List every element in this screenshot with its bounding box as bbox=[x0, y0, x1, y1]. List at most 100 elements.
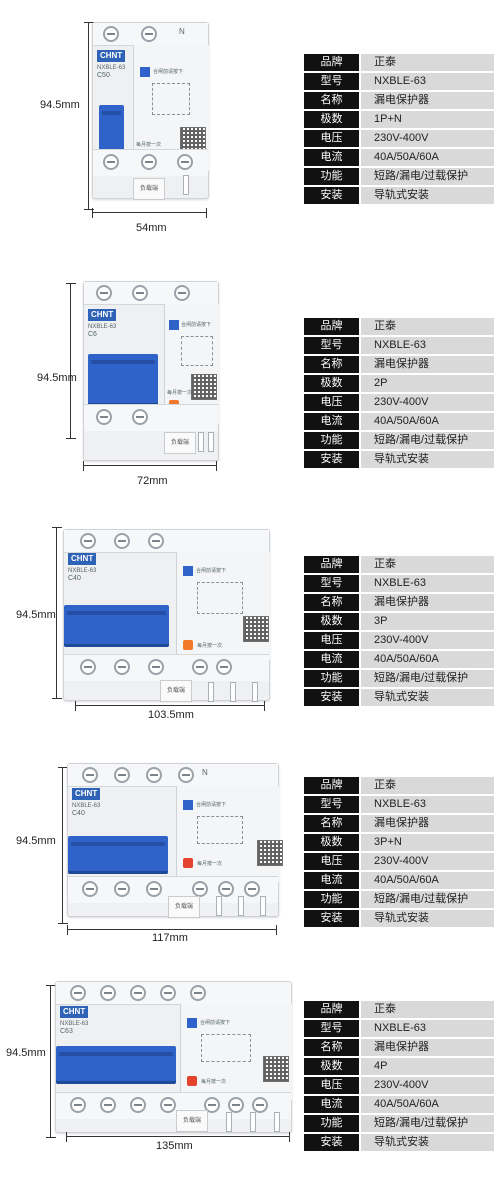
breaker-photo: CHNT NXBLE-63 C63 合闸前请按下 每月按一次 负载端 bbox=[55, 981, 292, 1133]
terminal-strip-bottom bbox=[93, 149, 208, 176]
terminal-leg bbox=[252, 682, 258, 702]
reset-button[interactable] bbox=[183, 566, 193, 576]
terminal-leg bbox=[226, 1112, 232, 1132]
rating-text: C50 bbox=[97, 72, 110, 79]
spec-key: 极数 bbox=[304, 1058, 359, 1075]
spec-value: 40A/50A/60A bbox=[361, 1096, 494, 1113]
spec-key: 型号 bbox=[304, 73, 359, 90]
breaker-photo: CHNT NXBLE-63 C6 合闸前请按下 每月按一次 负载端 bbox=[83, 281, 219, 461]
spec-value: 4P bbox=[361, 1058, 494, 1075]
toggle-handle[interactable] bbox=[64, 605, 169, 647]
spec-key: 型号 bbox=[304, 575, 359, 592]
spec-value: 正泰 bbox=[361, 1001, 494, 1018]
spec-row-brand: 品牌正泰 bbox=[304, 318, 494, 335]
spec-key: 电流 bbox=[304, 413, 359, 430]
height-dimension-line bbox=[58, 767, 73, 924]
reset-button[interactable] bbox=[183, 800, 193, 810]
product-4p: 94.5mm CHNT NXBLE-63 C63 合闸前请按下 每月按一次 bbox=[0, 975, 500, 1175]
terminal-strip-top bbox=[64, 530, 269, 553]
reset-button[interactable] bbox=[140, 67, 150, 77]
spec-value: 正泰 bbox=[361, 777, 494, 794]
spec-row-install: 安装导轨式安装 bbox=[304, 187, 494, 204]
terminal-screw bbox=[100, 1097, 116, 1113]
brand-logo: CHNT bbox=[68, 553, 97, 565]
spec-row-function: 功能短路/漏电/过载保护 bbox=[304, 670, 494, 687]
terminal-screw bbox=[192, 659, 208, 675]
terminal-leg bbox=[208, 432, 214, 452]
test-button[interactable] bbox=[183, 640, 193, 650]
terminal-screw bbox=[70, 985, 86, 1001]
product-1p-n: 94.5mm N CHNT NXBLE-63 C50 合闸前请按下 每月按一次 … bbox=[0, 0, 500, 235]
terminal-screw bbox=[80, 659, 96, 675]
test-button[interactable] bbox=[183, 858, 193, 868]
din-rail-clip: 负载端 bbox=[160, 680, 192, 702]
toggle-handle[interactable] bbox=[99, 105, 124, 153]
reset-button[interactable] bbox=[169, 320, 179, 330]
wiring-schematic bbox=[197, 582, 243, 614]
reset-button[interactable] bbox=[187, 1018, 197, 1028]
spec-value: 漏电保护器 bbox=[361, 594, 494, 611]
spec-row-name: 名称漏电保护器 bbox=[304, 92, 494, 109]
terminal-screw bbox=[114, 881, 130, 897]
spec-value: 40A/50A/60A bbox=[361, 651, 494, 668]
breaker-photo: CHNT NXBLE-63 C40 合闸前请按下 每月按一次 负载端 bbox=[63, 529, 270, 702]
spec-key: 电压 bbox=[304, 394, 359, 411]
terminal-leg bbox=[183, 175, 189, 195]
terminal-screw bbox=[141, 154, 157, 170]
spec-row-install: 安装导轨式安装 bbox=[304, 451, 494, 468]
spec-value: 短路/漏电/过载保护 bbox=[361, 891, 494, 908]
width-dimension-line bbox=[83, 461, 217, 474]
rating-text: C6 bbox=[88, 331, 97, 338]
spec-row-install: 安装导轨式安装 bbox=[304, 1134, 494, 1151]
wiring-schematic bbox=[181, 336, 213, 366]
terminal-screw bbox=[114, 767, 130, 783]
height-dimension-label: 94.5mm bbox=[6, 1047, 46, 1059]
test-instruction: 每月按一次 bbox=[136, 142, 162, 148]
width-dimension-label: 72mm bbox=[137, 475, 168, 487]
height-dimension-label: 94.5mm bbox=[37, 372, 77, 384]
rcd-module: 合闸前请按下 每月按一次 bbox=[176, 786, 283, 882]
spec-value: 230V-400V bbox=[361, 853, 494, 870]
spec-key: 功能 bbox=[304, 1115, 359, 1132]
terminal-screw bbox=[178, 767, 194, 783]
breaker-photo: N CHNT NXBLE-63 C50 合闸前请按下 每月按一次 负载端 bbox=[92, 22, 209, 200]
toggle-handle[interactable] bbox=[88, 354, 158, 406]
spec-row-install: 安装导轨式安装 bbox=[304, 910, 494, 927]
toggle-handle[interactable] bbox=[68, 836, 168, 874]
terminal-strip-top bbox=[56, 982, 291, 1005]
spec-value: NXBLE-63 bbox=[361, 73, 494, 90]
toggle-handle[interactable] bbox=[56, 1046, 176, 1084]
spec-key: 品牌 bbox=[304, 1001, 359, 1018]
spec-key: 电流 bbox=[304, 1096, 359, 1113]
terminal-leg bbox=[238, 896, 244, 916]
model-text: NXBLE-63 bbox=[97, 65, 126, 71]
terminal-screw bbox=[148, 533, 164, 549]
terminal-screw bbox=[103, 154, 119, 170]
terminal-screw bbox=[114, 533, 130, 549]
terminal-strip-top: N bbox=[68, 764, 278, 787]
width-dimension-line bbox=[92, 208, 207, 221]
terminal-strip-top: N bbox=[93, 23, 208, 46]
spec-row-function: 功能短路/漏电/过载保护 bbox=[304, 891, 494, 908]
height-dimension-line bbox=[66, 283, 81, 439]
width-dimension-line bbox=[75, 701, 265, 714]
spec-key: 品牌 bbox=[304, 556, 359, 573]
spec-value: 导轨式安装 bbox=[361, 1134, 494, 1151]
wiring-schematic bbox=[197, 816, 243, 844]
brand-logo: CHNT bbox=[72, 788, 101, 800]
test-button[interactable] bbox=[187, 1076, 197, 1086]
width-dimension-line bbox=[67, 925, 277, 938]
terminal-screw bbox=[148, 659, 164, 675]
terminal-screw bbox=[96, 409, 112, 425]
